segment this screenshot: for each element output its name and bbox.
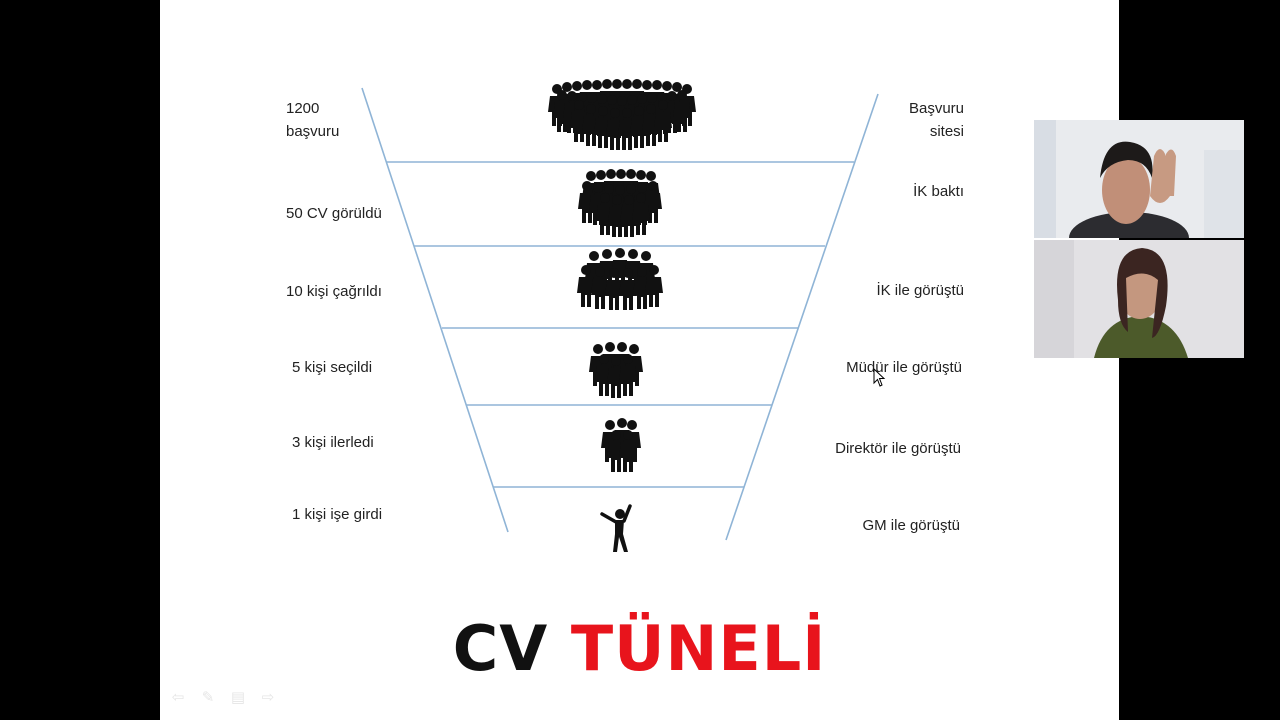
pen-icon[interactable]: ✎	[201, 689, 215, 706]
prev-arrow-icon[interactable]: ⇦	[171, 689, 185, 706]
stage-label-selected: 5 kişi seçildi	[292, 359, 373, 376]
presentation-slide: 1200 başvuru 50 CV görüldü 10 kişi çağrı…	[160, 0, 1119, 720]
crowd-icon-medium	[578, 169, 662, 237]
stage-source-manager-interview: Müdür ile görüştü	[846, 359, 962, 376]
participant-video-feed	[1034, 120, 1244, 238]
stage-source-website: Başvuru sitesi	[908, 100, 964, 140]
funnel-right-edge	[725, 93, 879, 541]
celebrating-person-icon	[600, 504, 632, 552]
stage-source-gm-interview: GM ile görüştü	[862, 517, 960, 534]
stage-label-advanced: 3 kişi ilerledi	[292, 434, 374, 451]
participant-video-feed	[1034, 240, 1244, 358]
stage-label-hired: 1 kişi işe girdi	[292, 506, 383, 523]
slide-title-part2: TÜNELİ	[570, 612, 827, 685]
stage-label-invited: 10 kişi çağrıldı	[286, 283, 382, 300]
crowd-icon-five	[589, 342, 643, 398]
menu-icon[interactable]: ▤	[230, 689, 246, 706]
stage-label-cv-viewed: 50 CV görüldü	[286, 205, 382, 222]
slide-title: CV TÜNELİ	[160, 612, 1119, 685]
slide-title-part1: CV	[452, 612, 549, 685]
next-arrow-icon[interactable]: ⇨	[261, 689, 275, 706]
crowd-icon-large	[548, 79, 696, 150]
mouse-cursor-icon	[873, 368, 886, 387]
stage-source-hr-interview: İK ile görüştü	[876, 282, 964, 299]
stage-source-hr-review: İK baktı	[913, 183, 964, 200]
video-tile-participant-1[interactable]	[1034, 120, 1244, 238]
crowd-icon-three	[601, 418, 641, 472]
slideshow-controls: ⇦ ✎ ▤ ⇨	[168, 690, 278, 706]
video-tile-participant-2[interactable]	[1034, 240, 1244, 358]
crowd-icon-group	[577, 248, 663, 310]
funnel-left-edge	[361, 87, 509, 533]
stage-label-applications: 1200 başvuru	[286, 100, 340, 140]
stage-source-director-interview: Direktör ile görüştü	[835, 440, 961, 457]
funnel-diagram	[361, 79, 879, 552]
